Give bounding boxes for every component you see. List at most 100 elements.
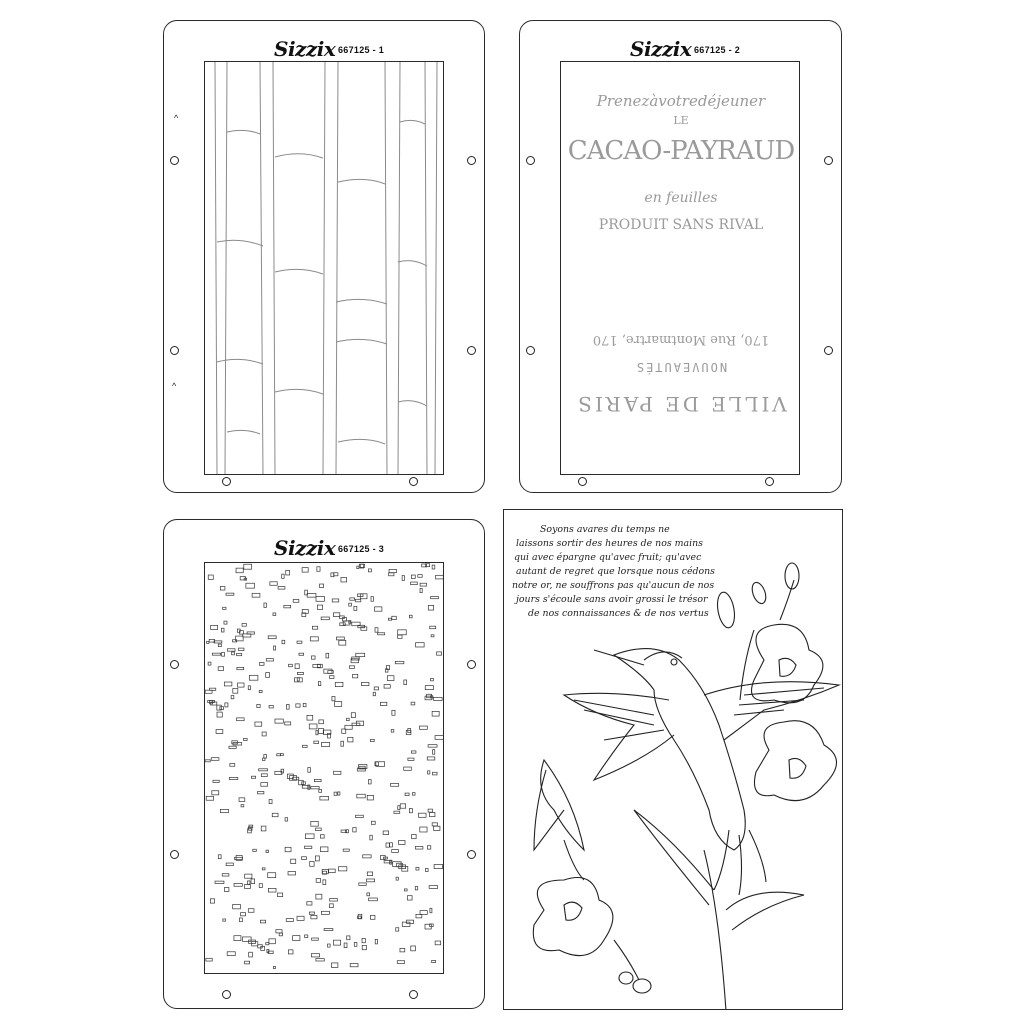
distress-mark [401,921,411,927]
distress-mark [419,582,427,587]
distress-mark [419,826,428,833]
distress-mark [232,904,241,910]
distress-mark [251,592,261,598]
distress-mark [407,757,415,761]
distress-mark [427,744,438,748]
distress-mark [212,779,220,783]
distress-mark [315,730,319,736]
distress-mark [265,672,270,678]
distress-mark [359,593,368,600]
distress-mark [373,686,379,691]
distress-mark [236,667,245,671]
distress-mark [315,958,325,962]
distress-mark [431,822,438,827]
distress-mark [410,945,416,952]
distress-mark [245,582,255,589]
distress-mark [248,951,253,958]
distress-mark [265,849,269,853]
distress-mark [390,783,400,787]
distress-mark [419,910,428,915]
distress-mark [269,581,278,586]
distress-mark [368,568,372,573]
distress-mark [239,576,246,581]
distress-mark [224,702,229,708]
distress-mark [311,937,319,941]
distress-mark [328,868,336,874]
distress-mark [401,575,405,581]
distress-mark [391,615,397,620]
distress-mark [312,625,319,630]
distress-mark [237,682,245,688]
distress-mark [330,572,335,578]
registration-hole [467,156,476,165]
distress-mark [258,690,263,693]
distress-mark [358,563,366,568]
distress-mark [230,695,235,700]
distress-mark [280,753,284,756]
stencil-text-line: en feuilles [644,190,718,206]
registration-hole [170,850,179,859]
distress-mark [231,651,235,656]
distress-mark [228,777,239,780]
distress-mark [322,729,332,735]
distress-mark [318,719,324,725]
distress-mark [284,817,289,822]
distress-mark [322,879,327,885]
distress-mark [339,615,345,620]
registration-hole [824,156,833,165]
distress-mark [301,781,306,785]
distress-mark [278,932,283,937]
distress-mark [362,854,372,859]
distress-mark [205,759,211,763]
distress-mark [219,586,226,591]
distress-mark [424,685,434,690]
distress-mark [425,868,429,872]
distress-mark [347,736,354,743]
script-line: laissons sortir des heures de nos mains [516,538,703,549]
distress-mark [411,834,417,840]
distress-mark [380,855,386,860]
stencil-board-3: Sizzix 667125 - 3 [163,519,485,1009]
distress-mark [220,809,229,814]
distress-mark [333,939,341,946]
distress-mark [355,652,366,658]
distress-mark [425,563,430,568]
distress-mark [268,705,274,709]
distress-mark [428,885,438,889]
distress-mark [248,824,254,828]
distress-mark [226,951,236,956]
distress-mark [205,689,213,694]
distress-mark [310,821,319,827]
distress-mark [350,712,356,718]
distress-mark [294,663,300,669]
distress-mark [370,596,374,602]
distress-mark [327,943,331,948]
distress-mark [232,688,239,694]
distress-mark [292,599,300,603]
distress-mark [348,620,352,624]
distress-mark [403,679,407,685]
distress-mark [287,871,296,876]
distress-mark [414,886,419,891]
distress-mark [309,861,315,867]
stencil-text-line: NOUVEAUTÉS [634,360,728,374]
distress-mark [310,915,318,920]
distress-mark [419,725,428,730]
distress-mark [407,895,413,901]
distress-mark [321,869,329,875]
distress-mark [346,935,351,941]
script-line: jours s'écoule sans avoir grossi le trés… [516,594,708,605]
distress-mark [315,827,322,831]
distress-mark [284,721,292,726]
distress-mark [383,684,391,689]
distress-mark [433,864,443,869]
registration-hole [526,346,535,355]
distress-mark [261,867,266,871]
distress-mark [258,883,263,888]
distress-mark [309,636,319,642]
stencil-text-line: PRODUIT SANS RIVAL [598,217,764,233]
distress-mark [397,805,401,810]
distress-mark [257,944,263,949]
distress-mark [397,629,407,636]
distress-mark [349,963,359,968]
